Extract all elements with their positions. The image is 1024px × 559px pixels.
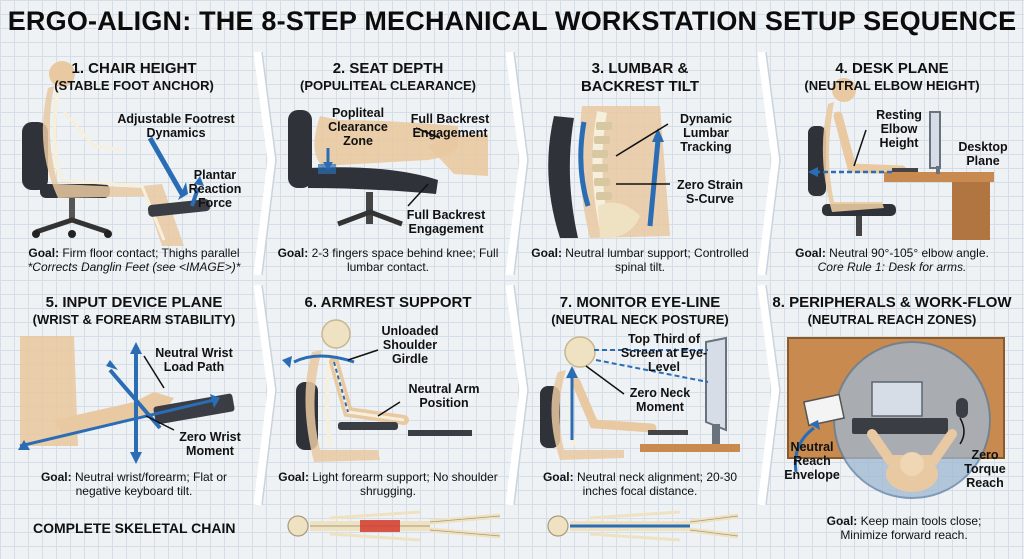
panel-lumbar-tilt: 3. LUMBAR & BACKREST TILT Dynamic Lumbar… [520, 56, 760, 286]
panel-subtitle: (STABLE FOOT ANCHOR) [54, 78, 214, 93]
panel-title: 3. LUMBAR & [591, 60, 689, 77]
label-elbow-height: Resting Elbow Height [876, 108, 922, 150]
panel-title-line2: BACKREST TILT [580, 78, 700, 95]
goal-text: Goal: Firm floor contact; Thighs paralle… [18, 246, 250, 274]
goal-prefix: Goal: [542, 470, 574, 484]
panel-title: 8. PERIPHERALS & WORK-FLOW [772, 294, 1012, 311]
goal-prefix: Goal: [40, 470, 72, 484]
panel-input-device: 5. INPUT DEVICE PLANE (WRIST & FOREARM S… [14, 290, 254, 510]
label-reach-envelope: Neutral Reach Envelope [784, 440, 840, 482]
goal-prefix: Goal: [826, 514, 858, 528]
label-zero-neck-moment: Zero Neck Moment [629, 386, 691, 414]
panel-monitor-eye-line: 7. MONITOR EYE-LINE (NEUTRAL NECK POSTUR… [520, 290, 760, 510]
monitor-illustration [540, 336, 740, 460]
goal-body: Firm floor contact; Thighs parallel [62, 246, 240, 260]
label-wrist-load-path: Neutral Wrist Load Path [155, 346, 233, 374]
label-desktop-plane: Desktop Plane [958, 140, 1008, 168]
label-zero-torque: Zero Torque Reach [964, 448, 1006, 490]
goal-body: Neutral wrist/forearm; Flat or negative … [74, 470, 228, 498]
goal-prefix: Goal: [28, 246, 60, 260]
armrest-illustration [282, 319, 472, 462]
goal-prefix: Goal: [531, 246, 562, 260]
goal-text: Goal: Light forearm support; No shoulder… [272, 470, 504, 498]
label-backrest-engagement-lower: Full Backrest Engagement [406, 208, 486, 236]
goal-body: Neutral neck alignment; 20-30 inches foc… [576, 470, 738, 498]
input-device-illustration [18, 336, 235, 464]
panel-chair-height: 1. CHAIR HEIGHT (STABLE FOOT ANCHOR) Adj… [14, 56, 254, 286]
panel-subtitle: (NEUTRAL REACH ZONES) [807, 312, 977, 327]
goal-body: Neutral 90°-105° elbow angle. [829, 246, 989, 260]
chair-height-illustration [22, 61, 211, 246]
goal-text: Goal: Keep main tools close; Minimize fo… [802, 514, 1006, 542]
panel-title: 1. CHAIR HEIGHT [71, 60, 197, 77]
goal-prefix: Goal: [795, 246, 826, 260]
label-top-third-screen: Top Third of Screen at Eye-Level [620, 332, 708, 374]
label-zero-strain: Zero Strain S-Curve [677, 178, 743, 206]
panel-title: 4. DESK PLANE [835, 60, 949, 77]
goal-text: Goal: 2-3 fingers space behind knee; Ful… [272, 246, 504, 274]
label-plantar-force: Plantar Reaction Force [188, 168, 242, 210]
skeletal-chain-illustration [287, 510, 739, 542]
panel-subtitle: (POPULITEAL CLEARANCE) [300, 78, 476, 93]
panel-peripherals: 8. PERIPHERALS & WORK-FLOW (NEUTRAL REAC… [772, 290, 1012, 552]
skeletal-chain-label: COMPLETE SKELETAL CHAIN [33, 520, 236, 536]
label-dynamic-lumbar: Dynamic Lumbar Tracking [679, 112, 733, 154]
lumbar-illustration [548, 106, 670, 239]
panel-subtitle: (NEUTRAL ELBOW HEIGHT) [804, 78, 980, 93]
goal-text: Goal: Neutral wrist/forearm; Flat or neg… [18, 470, 250, 498]
label-backrest-engagement: Full Backrest Engagement [410, 112, 490, 140]
label-zero-wrist-moment: Zero Wrist Moment [179, 430, 241, 458]
panel-subtitle: (NEUTRAL NECK POSTURE) [551, 312, 729, 327]
panel-desk-plane: 4. DESK PLANE (NEUTRAL ELBOW HEIGHT) Res… [772, 56, 1012, 286]
goal-prefix: Goal: [278, 470, 309, 484]
goal-text: Goal: Neutral neck alignment; 20-30 inch… [524, 470, 756, 498]
goal-text: Goal: Neutral lumbar support; Controlled… [524, 246, 756, 274]
label-neutral-arm: Neutral Arm Position [408, 382, 480, 410]
panel-title: 6. ARMREST SUPPORT [304, 294, 472, 311]
panel-title: 5. INPUT DEVICE PLANE [45, 294, 223, 311]
desk-plane-illustration [808, 78, 994, 240]
panel-armrest-support: 6. ARMREST SUPPORT Unloaded Shoulder Gir… [268, 290, 508, 510]
goal-note: *Corrects Danglin Feet (see <IMAGE>)* [27, 260, 241, 274]
label-footrest-dynamics: Adjustable Footrest Dynamics [117, 112, 235, 140]
goal-prefix: Goal: [277, 246, 309, 260]
goal-body: Light forearm support; No shoulder shrug… [312, 470, 498, 498]
seat-depth-illustration [288, 110, 488, 227]
panel-title: 2. SEAT DEPTH [332, 60, 444, 77]
peripherals-illustration [787, 337, 1005, 499]
goal-body: Keep main tools close; Minimize forward … [840, 514, 982, 542]
label-shoulder-girdle: Unloaded Shoulder Girdle [381, 324, 439, 366]
goal-text: Goal: Neutral 90°-105° elbow angle. Core… [776, 246, 1008, 274]
goal-note: Core Rule 1: Desk for arms. [817, 260, 967, 274]
label-popliteal-zone: Popliteal Clearance Zone [328, 106, 388, 148]
panel-seat-depth: 2. SEAT DEPTH (POPULITEAL CLEARANCE) Pop… [268, 56, 508, 286]
goal-body: 2-3 fingers space behind knee; Full lumb… [311, 246, 499, 274]
panel-title: 7. MONITOR EYE-LINE [559, 294, 721, 311]
page-title: ERGO-ALIGN: THE 8-STEP MECHANICAL WORKST… [7, 6, 1017, 36]
goal-body: Neutral lumbar support; Controlled spina… [565, 246, 749, 274]
panel-subtitle: (WRIST & FOREARM STABILITY) [32, 312, 236, 327]
